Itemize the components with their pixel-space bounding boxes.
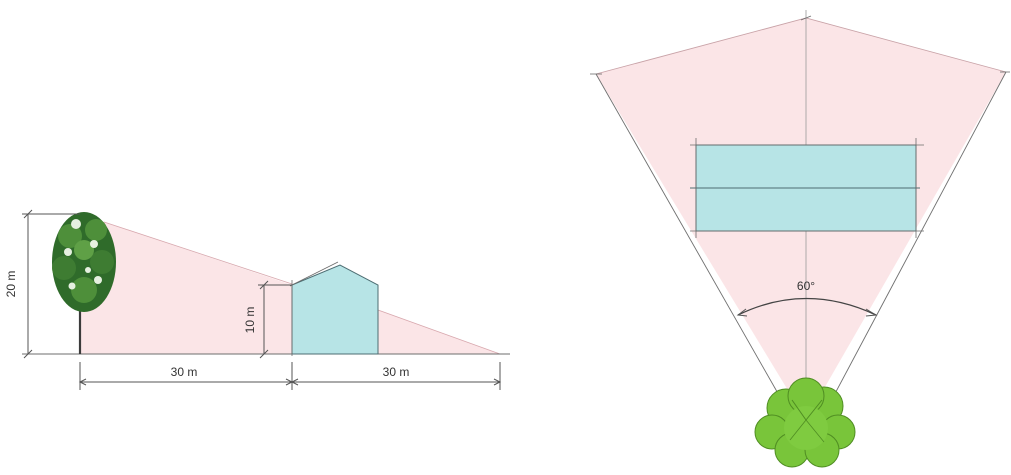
tree-height-label: 20 m	[4, 271, 18, 298]
shrub-icon	[754, 377, 856, 468]
tree-icon	[52, 212, 116, 354]
plan-view: 60°	[590, 10, 1010, 468]
building-height-dimension	[258, 280, 292, 359]
tree-obstruction-zone	[80, 214, 292, 354]
building-shadow-label: 30 m	[383, 365, 410, 379]
axis-tick-top	[800, 15, 812, 21]
section-view: 20 m 10 m 30 m 30 m	[4, 209, 510, 390]
angle-arc-arrow-left	[736, 308, 748, 317]
tree-to-building-dimension	[78, 362, 294, 390]
building-shadow-dimension	[290, 362, 502, 390]
angle-label: 60°	[797, 279, 815, 293]
view-cone-right-edge	[821, 71, 1007, 419]
tree-sightline	[103, 221, 293, 285]
tree-to-building-label: 30 m	[171, 365, 198, 379]
view-cone-left-edge	[595, 73, 793, 419]
building-sightline	[377, 309, 501, 355]
angle-arc	[737, 297, 877, 316]
building-height-label: 10 m	[243, 307, 257, 334]
angle-arc-arrow-right	[865, 308, 878, 317]
building-roof-sketch	[289, 261, 339, 287]
tree-height-dimension	[22, 209, 80, 359]
